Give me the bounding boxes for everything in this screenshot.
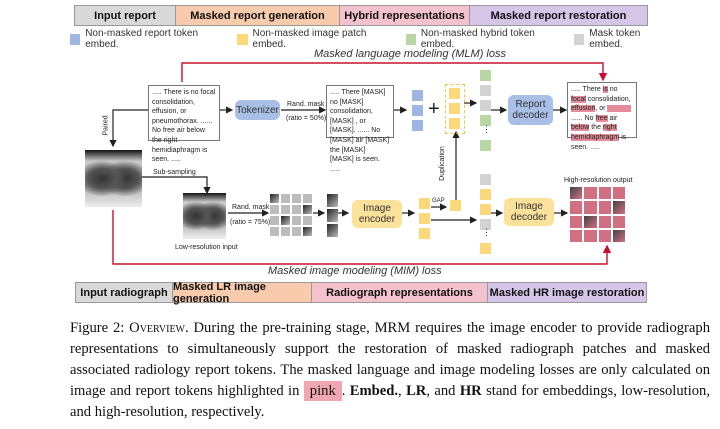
stage-hybrid-representations: Hybrid representations	[340, 6, 470, 25]
ellipsis: ⋮	[482, 227, 491, 237]
low-resolution-radiograph	[183, 193, 226, 239]
figure-caption: Figure 2: Overview. During the pre-train…	[70, 318, 710, 423]
plus-sign: +	[428, 98, 440, 120]
high-res-output-label: High-resolution output	[564, 177, 633, 184]
legend-item: Non-masked report token embed.	[70, 28, 223, 50]
caption-bold: LR	[406, 383, 427, 399]
image-token	[419, 213, 430, 224]
high-resolution-output-grid	[570, 187, 625, 242]
hybrid-token	[480, 70, 491, 81]
stage-input-report: Input report	[75, 6, 176, 25]
legend-label: Non-masked image patch embed.	[252, 28, 367, 50]
rand-mask-text-label: Rand. mask	[287, 101, 325, 108]
image-token	[449, 88, 460, 99]
duplication-label: Duplication	[438, 146, 446, 181]
input-report-box: ..... There is no focal consolidation, e…	[148, 85, 220, 163]
legend-label: Non-masked report token embed.	[85, 28, 199, 50]
mim-loss-label: Masked image modeling (MIM) loss	[268, 265, 442, 277]
image-encoder-module: Image encoder	[352, 200, 402, 228]
legend-item: Mask token embed.	[574, 28, 670, 50]
legend-item: Non-masked image patch embed.	[237, 28, 391, 50]
low-res-input-label: Low-resolution input	[175, 244, 238, 251]
top-stage-bar: Input report Masked report generation Hy…	[74, 5, 648, 26]
caption-text: ,	[398, 383, 407, 399]
ellipsis: ⋮	[482, 124, 491, 134]
report-token	[412, 120, 423, 131]
legend-swatch-blue	[70, 33, 81, 45]
mlm-loss-label: Masked language modeling (MLM) loss	[314, 48, 506, 60]
stage-masked-report-restoration: Masked report restoration	[470, 6, 647, 25]
mask-token	[480, 85, 491, 96]
report-token	[412, 105, 423, 116]
restored-report-box: ..... There is no focal consolidation, e…	[567, 82, 637, 151]
duplicated-image-token-group	[445, 84, 465, 134]
stage-radiograph-representations: Radiograph representations	[312, 283, 488, 302]
restored-text: ..... There is no focal consolidation, e…	[571, 86, 631, 151]
masked-patch-grid	[270, 194, 312, 236]
caption-text: .	[341, 383, 350, 399]
caption-bold: Embed.	[349, 383, 399, 399]
mask-token	[480, 219, 491, 230]
image-token	[480, 204, 491, 215]
legend-label: Mask token embed.	[589, 28, 641, 50]
hybrid-token	[480, 115, 491, 126]
stage-masked-hr-image-restoration: Masked HR image restoration	[488, 283, 646, 302]
gap-token	[450, 200, 461, 211]
image-decoder-module: Image decoder	[504, 198, 554, 226]
tokenizer-module: Tokenizer	[235, 100, 280, 120]
gap-label: GAP	[432, 198, 445, 204]
mask-token	[480, 174, 491, 185]
caption-bold: HR	[459, 383, 482, 399]
mask-token	[480, 100, 491, 111]
image-token	[480, 189, 491, 200]
diagram-arrows	[109, 62, 612, 265]
sub-sampling-label: Sub-sampling	[153, 169, 196, 176]
hybrid-token	[480, 140, 491, 151]
caption-text: , and	[426, 383, 460, 399]
legend-swatch-yellow	[237, 33, 248, 45]
visible-patch-column	[327, 194, 338, 237]
caption-text: During the pre-training stage, MRM requi…	[70, 320, 710, 399]
bottom-stage-bar: Input radiograph Masked LR image generat…	[75, 281, 647, 305]
caption-figure-number: Figure 2:	[70, 320, 130, 336]
ratio-image-label: (ratio = 75%)	[230, 219, 271, 226]
report-decoder-module: Report decoder	[508, 95, 553, 125]
image-token	[419, 228, 430, 239]
caption-text: stand for embeddings, low-resolution, an…	[70, 383, 710, 420]
legend: Non-masked report token embed. Non-maske…	[70, 28, 670, 50]
stage-input-radiograph: Input radiograph	[76, 283, 173, 302]
image-token	[449, 103, 460, 114]
stage-masked-report-generation: Masked report generation	[176, 6, 340, 25]
caption-pink-highlight: pink	[303, 381, 342, 401]
masked-report-box: ..... There [MASK] no [MASK] consolidati…	[326, 85, 394, 173]
legend-item: Non-masked hybrid token embed.	[405, 28, 560, 50]
image-token	[419, 198, 430, 209]
caption-title: Overview.	[129, 320, 189, 336]
report-token	[412, 90, 423, 101]
legend-label: Non-masked hybrid token embed.	[420, 28, 535, 50]
image-token	[480, 243, 491, 254]
legend-swatch-green	[405, 33, 416, 45]
stage-masked-lr-image-generation: Masked LR image generation	[173, 281, 312, 305]
image-token	[449, 118, 460, 129]
legend-swatch-gray	[574, 33, 585, 45]
rand-mask-image-label: Rand. mask	[232, 204, 270, 211]
paired-label: Paired	[102, 115, 110, 136]
input-radiograph	[85, 150, 142, 207]
ratio-text-label: (ratio = 50%)	[286, 115, 327, 122]
